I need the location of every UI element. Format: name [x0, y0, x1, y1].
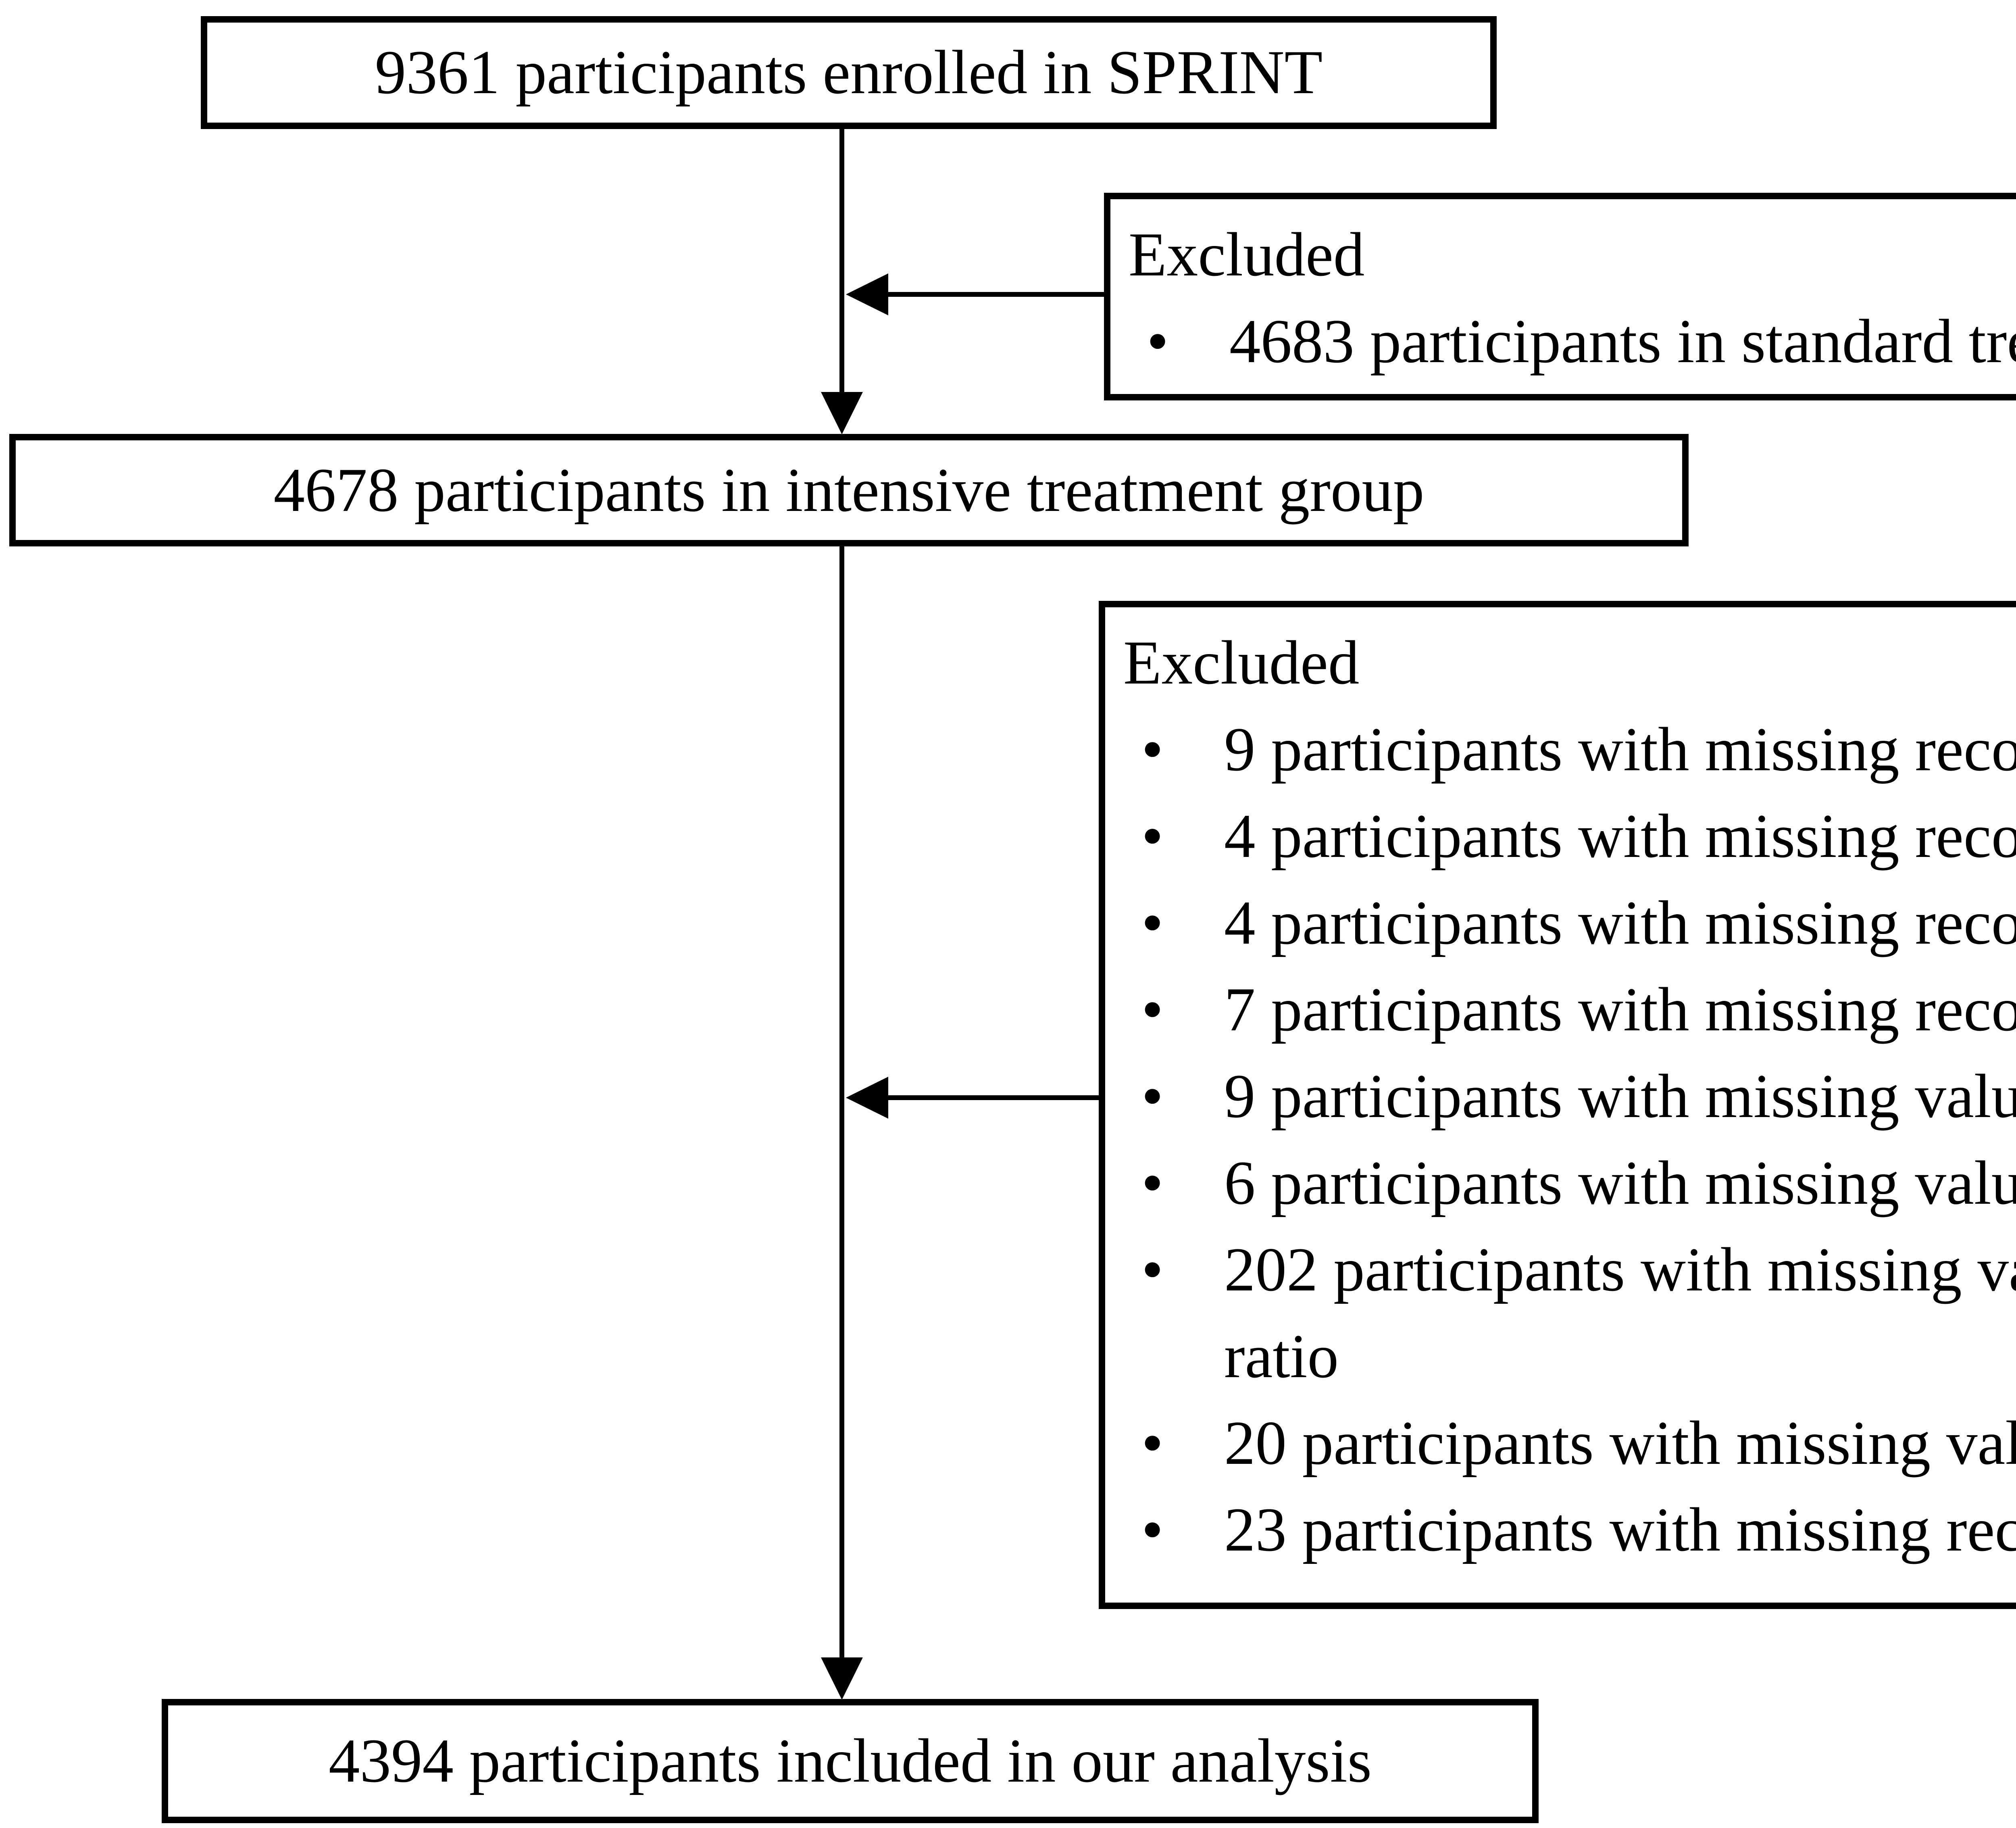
connector-line-enrolled-to-intensive: [839, 128, 844, 411]
box-excluded-standard-group: Excluded • 4683 participants in standard…: [1104, 193, 2016, 400]
box-enrolled: 9361 participants enrolled in SPRINT: [201, 16, 1497, 129]
list-item: • 4 participants with missing record of …: [1105, 880, 2016, 966]
bullet-icon: •: [1147, 306, 1169, 376]
list-item-text: 4 participants with missing record of sm…: [1224, 888, 2016, 957]
bullet-icon: •: [1141, 801, 1164, 871]
arrow-left-icon: [846, 273, 888, 315]
list-item: • 202 participants with missing value of…: [1105, 1226, 2016, 1400]
bullet-icon: •: [1141, 1235, 1164, 1304]
arrow-down-icon: [821, 392, 863, 434]
connector-line-intensive-to-included: [839, 546, 844, 1663]
list-item: • 23 participants with missing record of…: [1105, 1486, 2016, 1573]
arrow-left-icon: [846, 1077, 888, 1119]
list-item: • 6 participants with missing value of C…: [1105, 1140, 2016, 1226]
list-item-text: 202 participants with missing value of A…: [1224, 1235, 2016, 1391]
bullet-icon: •: [1141, 1495, 1164, 1564]
list-item-text: 4 participants with missing record of ca…: [1224, 801, 2016, 871]
box-intensive-text: 4678 participants in intensive treatment…: [273, 455, 1425, 525]
box-excluded-missing-data: Excluded • 9 participants with missing r…: [1099, 601, 2016, 1609]
list-item-text: 20 participants with missing value of BM…: [1224, 1408, 2016, 1478]
list-item: • 7 participants with missing record of …: [1105, 966, 2016, 1053]
excluded-title: Excluded: [1129, 220, 1365, 289]
bullet-icon: •: [1141, 715, 1164, 784]
box-included-analysis: 4394 participants included in our analys…: [162, 1699, 1539, 1823]
box-intensive-group: 4678 participants in intensive treatment…: [9, 434, 1689, 546]
list-item: • 20 participants with missing value of …: [1105, 1400, 2016, 1486]
connector-line-excluded-standard: [885, 292, 1105, 297]
excluded-standard-list: • 4683 participants in standard treatmen…: [1110, 298, 2016, 385]
list-item-text: 6 participants with missing value of Cre…: [1224, 1148, 2016, 1217]
list-item: • 9 participants with missing value of e…: [1105, 1053, 2016, 1140]
list-item: • 4683 participants in standard treatmen…: [1110, 298, 2016, 385]
box-enrolled-text: 9361 participants enrolled in SPRINT: [375, 38, 1323, 107]
list-item-text: 9 participants with missing record of an…: [1224, 715, 2016, 784]
bullet-icon: •: [1141, 1408, 1164, 1478]
bullet-icon: •: [1141, 1148, 1164, 1217]
list-item: • 9 participants with missing record of …: [1105, 706, 2016, 793]
bullet-icon: •: [1141, 888, 1164, 957]
excluded-title: Excluded: [1123, 628, 1360, 697]
list-item-text: 23 participants with missing record of S…: [1224, 1495, 2016, 1564]
list-item-text: 9 participants with missing value of eGF…: [1224, 1061, 2016, 1131]
bullet-icon: •: [1141, 1061, 1164, 1131]
connector-line-excluded-missing: [885, 1095, 1100, 1100]
list-item: • 4 participants with missing record of …: [1105, 793, 2016, 880]
list-item-text: 7 participants with missing record of As…: [1224, 975, 2016, 1044]
bullet-icon: •: [1141, 975, 1164, 1044]
arrow-down-icon: [821, 1657, 863, 1700]
excluded-missing-list: • 9 participants with missing record of …: [1105, 706, 2016, 1573]
box-included-text: 4394 participants included in our analys…: [328, 1726, 1372, 1796]
list-item-text: 4683 participants in standard treatment …: [1229, 306, 2016, 376]
